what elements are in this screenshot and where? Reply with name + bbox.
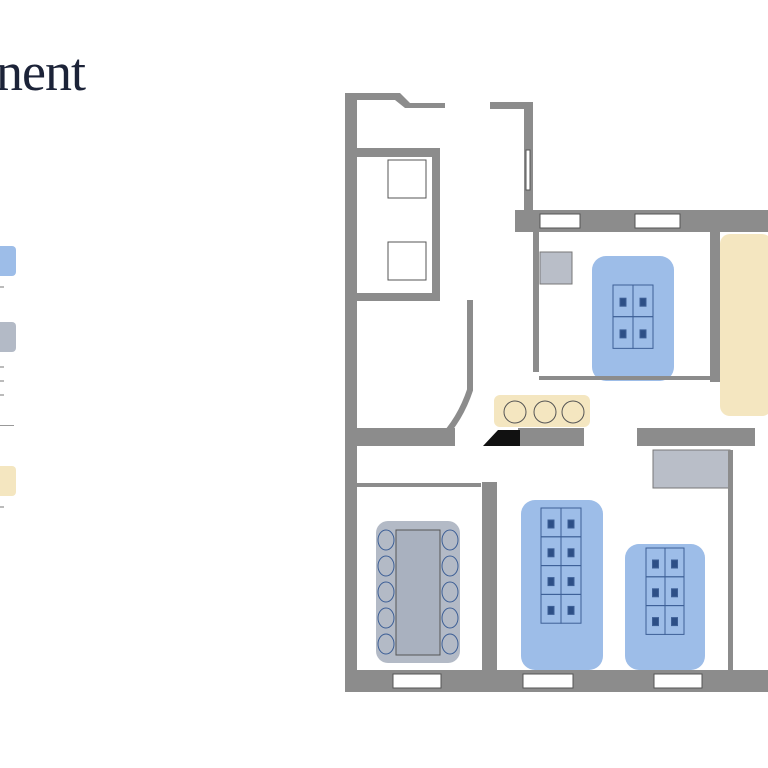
wall [432, 148, 440, 300]
wall [728, 450, 733, 670]
monitor [547, 519, 555, 529]
wall [482, 482, 497, 670]
legend-text-fragment [0, 506, 4, 508]
meeting-chair [377, 607, 395, 629]
curved-wall [437, 300, 473, 443]
desk-zone [521, 500, 603, 670]
wall [483, 430, 520, 446]
lift [387, 241, 427, 281]
breakout-zone [720, 234, 768, 416]
wall [357, 483, 481, 487]
monitor [671, 559, 678, 569]
monitor [639, 329, 647, 339]
window [653, 673, 703, 689]
storage-unit [652, 449, 731, 489]
meeting-chair [377, 529, 395, 551]
page-title: nent [0, 42, 86, 102]
wall [539, 376, 711, 380]
wall [345, 428, 455, 446]
wall [533, 232, 539, 372]
wall [637, 428, 755, 446]
lift [387, 159, 427, 199]
monitor [547, 605, 555, 615]
breakout-chair [533, 400, 557, 424]
window [522, 673, 574, 689]
legend-swatch-meeting [0, 322, 16, 352]
meeting-chair [441, 633, 459, 655]
wall [345, 93, 357, 692]
meeting-chair [441, 607, 459, 629]
monitor [567, 577, 575, 587]
monitor [652, 617, 659, 627]
storage-unit [539, 251, 573, 285]
wall [518, 428, 584, 446]
monitor [567, 519, 575, 529]
meeting-chair [377, 555, 395, 577]
monitor [547, 577, 555, 587]
breakout-chair [561, 400, 585, 424]
monitor [567, 605, 575, 615]
wall [345, 93, 445, 108]
desk [632, 316, 654, 349]
desk [560, 593, 582, 624]
wall [357, 293, 440, 301]
legend-swatch-breakout [0, 466, 16, 496]
meeting-table [395, 529, 441, 656]
monitor [567, 548, 575, 558]
monitor [652, 559, 659, 569]
monitor [639, 297, 647, 307]
monitor [671, 617, 678, 627]
monitor [652, 588, 659, 598]
window [525, 149, 531, 191]
monitor [619, 297, 627, 307]
desk [664, 605, 685, 635]
monitor [619, 329, 627, 339]
breakout-chair [503, 400, 527, 424]
meeting-chair [441, 529, 459, 551]
meeting-chair [441, 555, 459, 577]
wall [710, 232, 720, 382]
legend-swatch-desks [0, 246, 16, 276]
meeting-chair [377, 581, 395, 603]
legend-text-fragment [0, 380, 4, 382]
window [392, 673, 442, 689]
monitor [671, 588, 678, 598]
wall [490, 102, 532, 109]
legend-text-fragment [0, 394, 4, 396]
monitor [547, 548, 555, 558]
meeting-chair [377, 633, 395, 655]
meeting-chair [441, 581, 459, 603]
legend-divider [0, 425, 14, 426]
window [539, 213, 581, 229]
legend-text-fragment [0, 286, 4, 288]
legend-text-fragment [0, 366, 4, 368]
window [634, 213, 681, 229]
wall [357, 148, 440, 157]
